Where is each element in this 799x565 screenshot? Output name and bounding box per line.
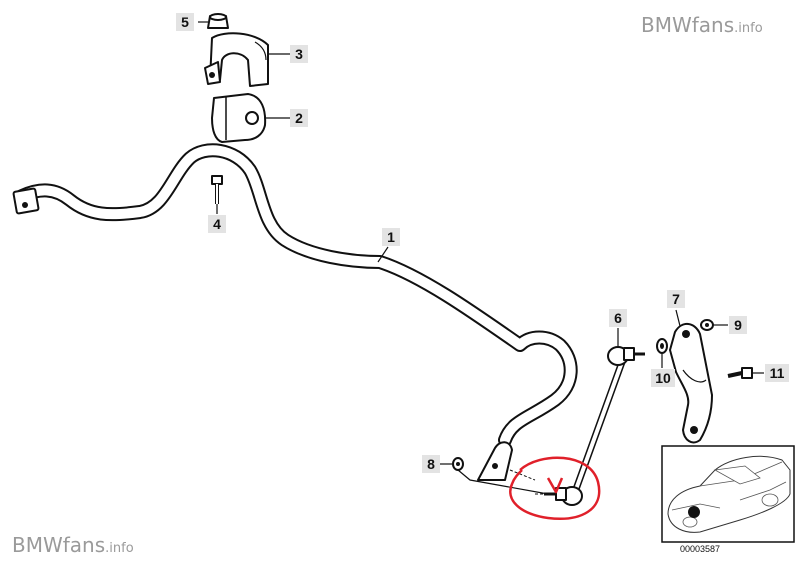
location-marker — [688, 506, 700, 518]
callout-9: 9 — [729, 316, 747, 334]
svg-text:10: 10 — [655, 370, 671, 386]
highlight-circle — [509, 456, 601, 520]
car-outline-icon — [667, 455, 791, 533]
part-7-holder — [669, 323, 713, 444]
inset-code: 00003587 — [680, 544, 720, 554]
part-2-bushing — [211, 93, 267, 143]
callout-8: 8 — [422, 455, 440, 473]
vehicle-inset: 00003587 — [661, 445, 795, 554]
svg-text:4: 4 — [213, 216, 221, 232]
svg-text:3: 3 — [295, 46, 303, 62]
svg-text:8: 8 — [427, 456, 435, 472]
svg-text:11: 11 — [770, 365, 785, 381]
part-6-link-rod — [535, 346, 645, 506]
callout-10: 10 — [651, 369, 675, 387]
callout-1: 1 — [382, 228, 400, 246]
part-11-bolt — [727, 367, 753, 379]
part-5-nut — [207, 13, 229, 29]
part-10-washer — [656, 338, 668, 354]
svg-text:9: 9 — [734, 317, 742, 333]
callout-4: 4 — [208, 215, 226, 233]
callout-2: 2 — [290, 109, 308, 127]
callout-5: 5 — [176, 13, 194, 31]
callout-3: 3 — [290, 45, 308, 63]
part-9-nut — [700, 319, 714, 331]
svg-text:7: 7 — [672, 291, 680, 307]
svg-text:2: 2 — [295, 110, 303, 126]
callout-6: 6 — [609, 309, 627, 327]
part-8-nut — [452, 457, 464, 471]
callout-11: 11 — [765, 364, 789, 382]
stabilizer-bar — [12, 143, 578, 481]
leader-lines — [198, 21, 764, 495]
callout-7: 7 — [667, 290, 685, 308]
svg-text:1: 1 — [387, 229, 395, 245]
svg-text:6: 6 — [614, 310, 622, 326]
part-3-bracket — [204, 32, 269, 87]
svg-text:5: 5 — [181, 14, 189, 30]
watermark-top: BMWfans.info — [641, 13, 763, 37]
watermark-bottom: BMWfans.info — [12, 533, 134, 557]
